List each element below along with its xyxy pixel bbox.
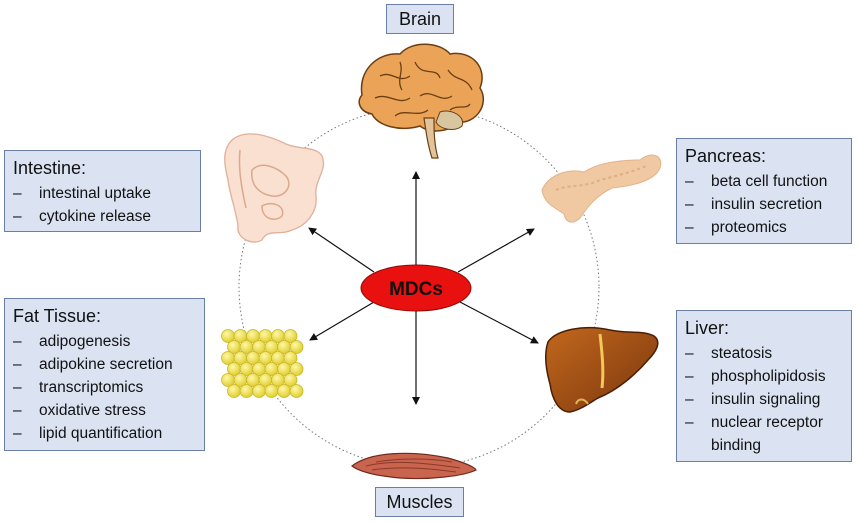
fat-cell [239,384,254,398]
list-item: –beta cell function [685,173,828,190]
list-item: –nuclear receptor binding [685,414,824,454]
brain-title: Brain [398,8,442,29]
fat-cell [289,362,304,376]
mdcs-label: MDCs [389,279,443,300]
fat-tissue-title: Fat Tissue: [13,306,102,326]
pancreas-box: Pancreas: –beta cell function –insulin s… [676,138,852,244]
fat-cells-icon [221,329,304,398]
arrow-to-liver [459,301,539,344]
list-item: –transcriptomics [13,379,144,396]
fat-cell [289,340,304,354]
list-item: –steatosis [685,345,773,362]
arrow-to-fat [309,301,375,341]
arrow-to-intestine [308,227,375,273]
fat-tissue-box: Fat Tissue: –adipogenesis –adipokine sec… [4,298,205,451]
fat-cell [264,384,279,398]
fat-cell [277,384,291,398]
brain-icon [358,43,485,159]
list-item: –lipid quantification [13,425,163,442]
fat-cell [289,384,304,398]
fat-tissue-list: –adipogenesis –adipokine secretion –tran… [13,330,196,445]
list-item: –intestinal uptake [13,185,152,202]
pancreas-list: –beta cell function –insulin secretion –… [685,170,843,239]
fat-cell [227,384,241,398]
intestine-title: Intestine: [13,158,87,178]
liver-icon [545,326,659,413]
list-item: –phospholipidosis [685,368,826,385]
pancreas-title: Pancreas: [685,146,767,166]
brain-label-box: Brain [386,4,454,34]
mdcs-ellipse [360,264,472,312]
list-item: –adipogenesis [13,333,131,350]
fat-cell [283,351,298,365]
arrows [308,171,539,405]
organ-circle [238,106,600,468]
intestine-box: Intestine: –intestinal uptake –cytokine … [4,150,201,232]
list-item: –cytokine release [13,208,152,225]
pancreas-icon [541,154,662,223]
liver-title: Liver: [685,318,730,338]
intestine-icon [224,133,325,243]
fat-cell [283,329,298,343]
list-item: –insulin secretion [685,196,823,213]
fat-cell [252,384,266,398]
arrow-to-pancreas [457,228,535,273]
center-node: MDCs [360,264,472,312]
intestine-list: –intestinal uptake –cytokine release [13,182,192,228]
list-item: –proteomics [685,219,787,236]
liver-box: Liver: –steatosis –phospholipidosis –ins… [676,310,852,462]
muscles-title: Muscles [386,491,453,512]
list-item: –adipokine secretion [13,356,173,373]
fat-cell [283,373,298,387]
list-item: –insulin signaling [685,391,821,408]
list-item: –oxidative stress [13,402,146,419]
liver-list: –steatosis –phospholipidosis –insulin si… [685,342,843,457]
muscles-label-box: Muscles [375,487,464,517]
muscle-icon [351,452,477,480]
